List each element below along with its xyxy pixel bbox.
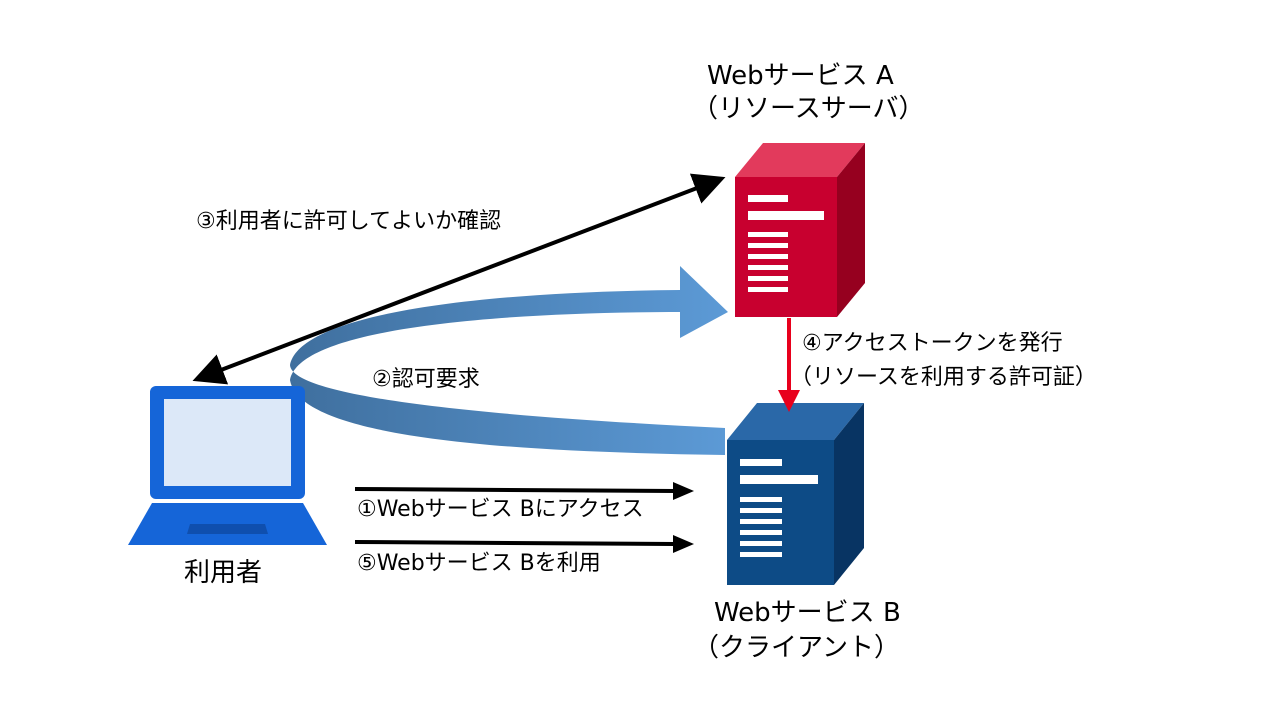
step2-label: ②認可要求 [372, 367, 480, 392]
authorization-request-arrow [290, 266, 728, 455]
server-b-subtitle: （クライアント） [693, 633, 900, 663]
step4-label-line2: （リソースを利用する許可証） [790, 365, 1097, 390]
step5-label: ⑤Webサービス Bを利用 [357, 551, 601, 576]
laptop-icon [128, 386, 327, 545]
server-a-icon [735, 143, 865, 317]
step4-label-line1: ④アクセストークンを発行 [802, 331, 1063, 356]
confirm-permission-arrow [192, 173, 726, 385]
access-token-arrow [778, 318, 800, 412]
server-a-title: Webサービス A [707, 61, 894, 91]
step3-label: ③利用者に許可してよいか確認 [196, 209, 502, 234]
server-b-icon [727, 403, 864, 585]
user-label: 利用者 [184, 558, 263, 588]
server-b-title: Webサービス B [714, 598, 901, 628]
access-service-b-arrow [354, 482, 694, 500]
step1-label: ①Webサービス Bにアクセス [357, 497, 644, 522]
server-a-subtitle: （リソースサーバ） [692, 94, 925, 124]
use-service-b-arrow [354, 535, 694, 553]
